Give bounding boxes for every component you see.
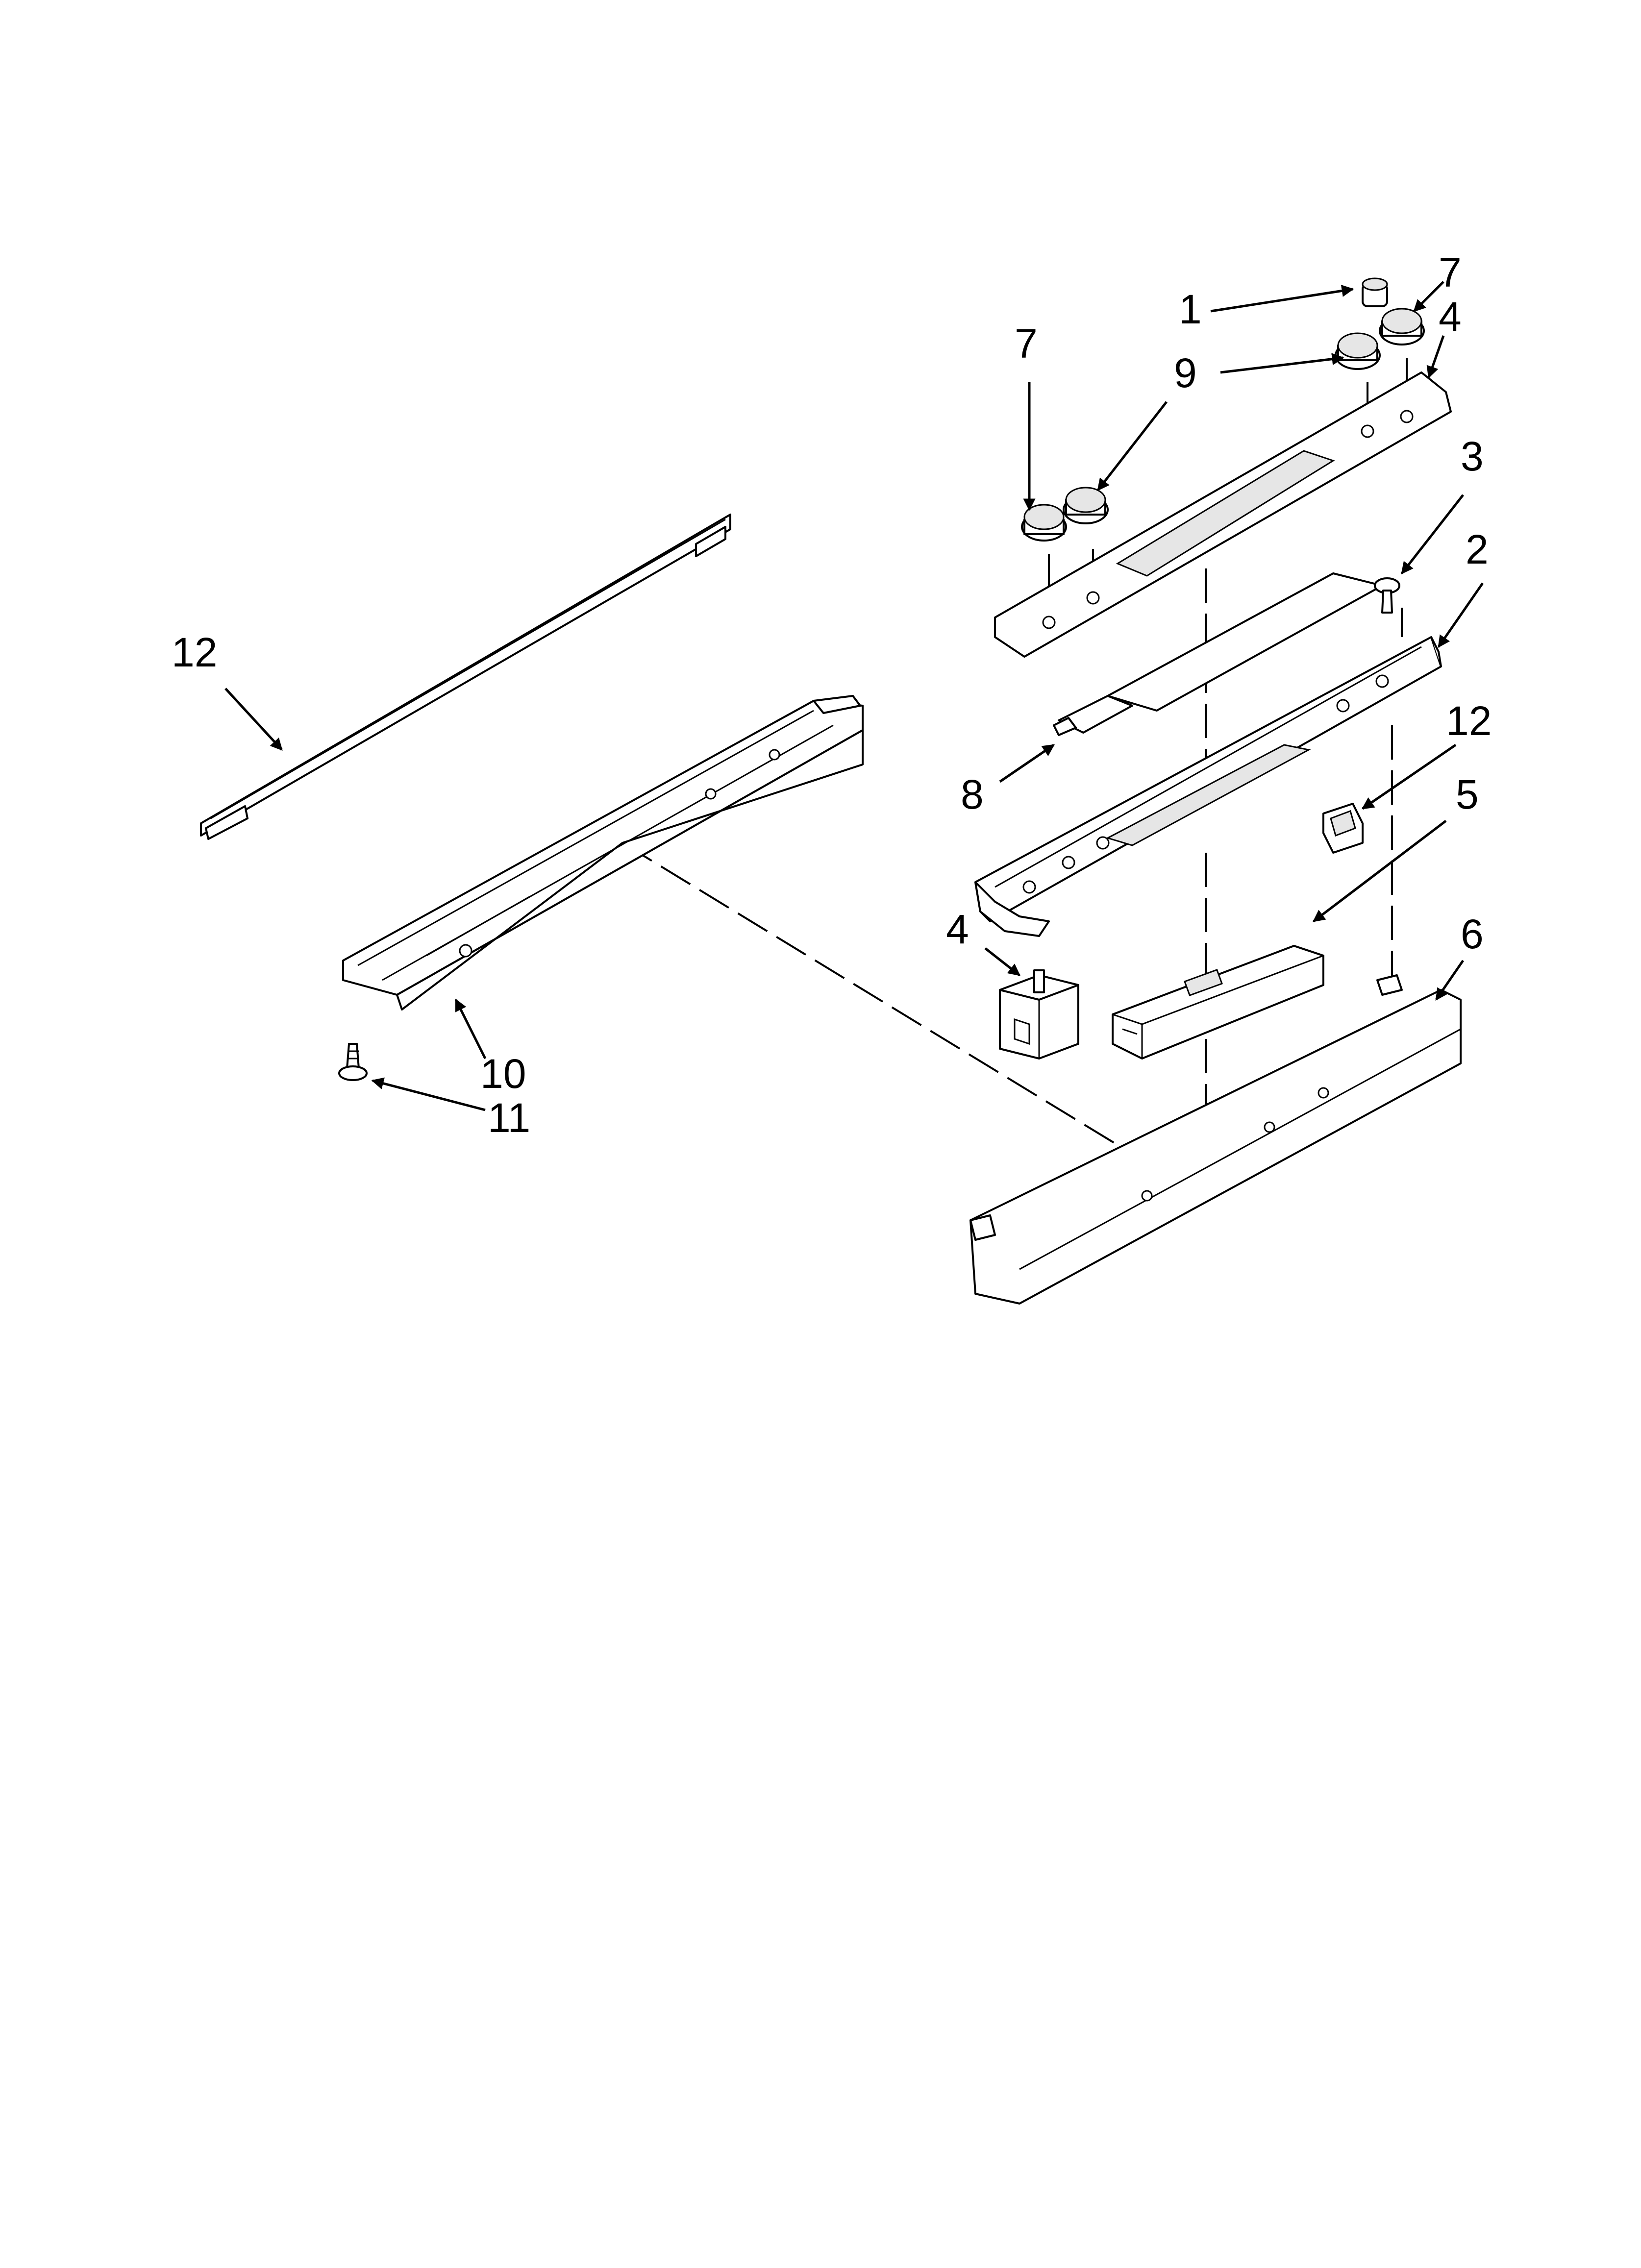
knob-part-7-left	[1021, 504, 1067, 542]
callout-10: 10	[480, 1051, 526, 1097]
screw-part-3	[1374, 577, 1400, 614]
callout-7-top-right: 7	[1439, 249, 1462, 296]
callout-3: 3	[1461, 433, 1484, 479]
knob-part-7-right	[1379, 308, 1425, 345]
callout-12-right: 12	[1446, 698, 1492, 744]
bracket-channel-part	[342, 695, 864, 1011]
callout-12-left: 12	[172, 629, 217, 675]
upper-control-panel-part	[994, 371, 1452, 658]
callout-5: 5	[1456, 771, 1479, 817]
knob-part-9-right	[1335, 332, 1381, 370]
console-trim-part	[970, 974, 1462, 1305]
callout-2: 2	[1466, 526, 1489, 572]
trim-strip-part	[200, 514, 731, 840]
knob-part-9-left	[1063, 487, 1109, 524]
callout-8: 8	[961, 771, 984, 817]
knob-parts	[1021, 277, 1425, 542]
callout-labels: 1 7 4 7 9 3 2 12 12 8 5 4 6 10 11	[172, 249, 1492, 1141]
callout-6: 6	[1461, 911, 1484, 957]
callout-4-top: 4	[1439, 294, 1462, 340]
control-panel-housing-part	[974, 636, 1442, 937]
callout-11: 11	[488, 1095, 530, 1141]
switch-part	[1322, 803, 1364, 854]
callout-7-left: 7	[1015, 320, 1038, 367]
control-board-part	[1112, 945, 1324, 1060]
callout-leaders	[224, 281, 1484, 1111]
knob-part-1	[1362, 277, 1388, 307]
callout-4-bottom: 4	[946, 906, 969, 952]
infinite-switch-part	[999, 969, 1079, 1060]
callout-1: 1	[1179, 286, 1202, 332]
overlay-membrane-part	[1053, 572, 1383, 736]
screw-part	[338, 1043, 368, 1081]
callout-9: 9	[1174, 350, 1197, 396]
